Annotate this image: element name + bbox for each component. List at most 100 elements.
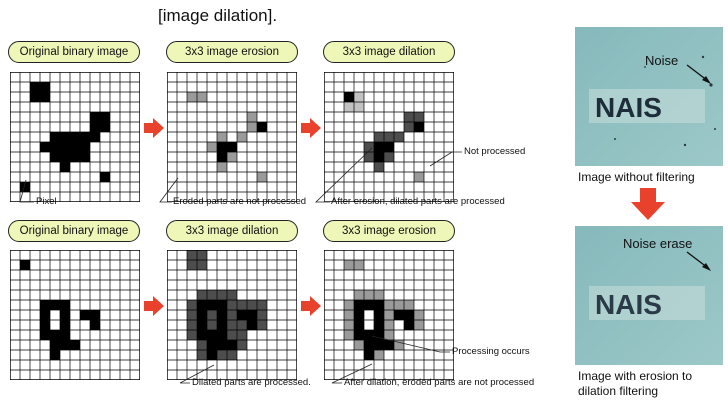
pixel-cell xyxy=(344,310,354,320)
pixel-cell xyxy=(217,310,227,320)
pixel-cell xyxy=(364,142,374,152)
pixel-cell xyxy=(217,330,227,340)
pixel-cell xyxy=(217,162,227,172)
annotation-after-dilation: After dilation, eroded parts are not pro… xyxy=(344,377,535,388)
pixel-cell xyxy=(227,340,237,350)
arrow-right-icon xyxy=(144,118,164,138)
pixel-cell xyxy=(187,310,197,320)
pixel-cell xyxy=(404,112,414,122)
pixel-cell xyxy=(354,92,364,102)
pixel-cell xyxy=(197,260,207,270)
pixel-cell xyxy=(364,340,374,350)
pixel-cell xyxy=(247,320,257,330)
panel-title-top-dilation: 3x3 image dilation xyxy=(323,41,455,63)
pixel-cell xyxy=(227,142,237,152)
annotation-processing-occurs: Processing occurs xyxy=(452,346,530,357)
pixel-cell xyxy=(227,310,237,320)
pixel-cell xyxy=(404,310,414,320)
pixel-cell xyxy=(207,330,217,340)
pixel-cell xyxy=(40,300,50,310)
pixel-cell xyxy=(344,92,354,102)
pixel-cell xyxy=(237,132,247,142)
pixel-cell xyxy=(197,92,207,102)
pixel-cell xyxy=(227,290,237,300)
pixel-cell xyxy=(197,310,207,320)
pixel-cell xyxy=(90,320,100,330)
pixel-cell xyxy=(354,300,364,310)
section-heading: [image dilation]. xyxy=(158,6,278,25)
pixel-cell xyxy=(20,260,30,270)
panel-title-bottom-erosion: 3x3 image erosion xyxy=(323,220,455,242)
pixel-cell xyxy=(227,320,237,330)
pixel-cell xyxy=(404,300,414,310)
pixel-cell xyxy=(354,260,364,270)
pixel-cell xyxy=(60,310,70,320)
grid-top-dilation xyxy=(324,72,454,202)
pixel-cell xyxy=(374,320,384,330)
caption-without-filtering: Image without filtering xyxy=(578,170,695,184)
pixel-cell xyxy=(60,320,70,330)
annotation-not-processed: Not processed xyxy=(464,146,526,157)
pixel-cell xyxy=(80,310,90,320)
arrow-right-icon xyxy=(144,296,164,316)
grid-top-original xyxy=(10,72,140,202)
panel-title-top-erosion: 3x3 image erosion xyxy=(166,41,298,63)
logo-text: NAIS xyxy=(595,92,662,123)
pixel-cell xyxy=(40,92,50,102)
pixel-cell xyxy=(40,330,50,340)
pixel-cell xyxy=(227,300,237,310)
pixel-cell xyxy=(257,320,267,330)
pixel-cell xyxy=(217,152,227,162)
pixel-cell xyxy=(257,122,267,132)
pixel-cell xyxy=(50,350,60,360)
pixel-cell xyxy=(237,300,247,310)
pixel-cell xyxy=(404,320,414,330)
pixel-cell xyxy=(344,330,354,340)
pixel-cell xyxy=(384,330,394,340)
pixel-cell xyxy=(364,290,374,300)
pixel-cell xyxy=(90,122,100,132)
pixel-cell xyxy=(227,152,237,162)
pixel-cell xyxy=(247,122,257,132)
pixel-cell xyxy=(40,310,50,320)
pixel-cell xyxy=(50,330,60,340)
pixel-cell xyxy=(80,142,90,152)
pixel-cell xyxy=(60,330,70,340)
pixel-cell xyxy=(374,330,384,340)
pixel-cell xyxy=(30,92,40,102)
pixel-cell xyxy=(60,300,70,310)
pixel-cell xyxy=(384,310,394,320)
pixel-cell xyxy=(217,340,227,350)
pixel-cell xyxy=(207,310,217,320)
pixel-cell xyxy=(237,340,247,350)
pixel-cell xyxy=(197,250,207,260)
pixel-cell xyxy=(354,102,364,112)
pixel-cell xyxy=(217,132,227,142)
arrow-right-icon xyxy=(301,118,321,138)
pixel-cell xyxy=(70,132,80,142)
pixel-cell xyxy=(40,142,50,152)
pixel-cell xyxy=(374,132,384,142)
pixel-cell xyxy=(217,290,227,300)
pixel-cell xyxy=(80,152,90,162)
pixel-cell xyxy=(354,340,364,350)
pixel-cell xyxy=(354,310,364,320)
arrow-right-icon xyxy=(301,296,321,316)
grid-bottom-dilation xyxy=(167,250,297,380)
pixel-cell xyxy=(50,152,60,162)
pixel-cell xyxy=(187,260,197,270)
pixel-cell xyxy=(374,350,384,360)
pixel-cell xyxy=(90,310,100,320)
pixel-cell xyxy=(100,172,110,182)
pixel-cell xyxy=(384,320,394,330)
grid-bottom-erosion xyxy=(324,250,454,380)
pixel-cell xyxy=(374,162,384,172)
pixel-cell xyxy=(60,132,70,142)
pixel-cell xyxy=(227,330,237,340)
pixel-cell xyxy=(364,152,374,162)
pixel-cell xyxy=(384,340,394,350)
pixel-cell xyxy=(257,300,267,310)
pixel-cell xyxy=(50,142,60,152)
pixel-cell xyxy=(414,122,424,132)
